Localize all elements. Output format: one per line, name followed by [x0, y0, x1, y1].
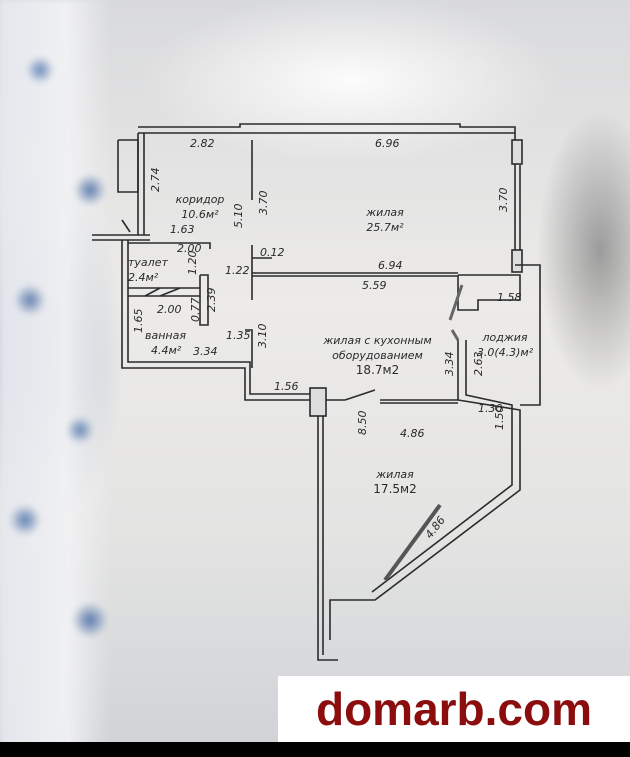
room-name: лоджия: [482, 331, 528, 344]
dimension: 2.00: [157, 303, 182, 316]
room-area: 17.5м2: [373, 482, 417, 496]
dimension: 2.74: [149, 167, 162, 193]
dimension: 4.86: [400, 427, 425, 440]
watermark-text: domarb.com: [315, 683, 593, 735]
room-corridor: коридор 10.6м²: [165, 192, 235, 222]
room-living-1: жилая 25.7м²: [355, 205, 415, 235]
dimension: 2.63: [472, 351, 485, 377]
dimension: 3.34: [443, 351, 456, 377]
dimension: 1.50: [493, 405, 506, 431]
dimension: 0.77: [189, 297, 202, 323]
room-kitchen-living: жилая с кухонным оборудованием 18.7м2: [310, 333, 445, 378]
dimension: 5.59: [362, 279, 387, 292]
dimension: 3.70: [257, 190, 270, 216]
room-area: 10.6м²: [181, 208, 219, 221]
dimension: 3.10: [256, 323, 269, 349]
dimension: 2.82: [190, 137, 215, 150]
room-name-2: оборудованием: [332, 349, 423, 362]
dimension: 1.22: [225, 264, 250, 277]
room-area: 3.0(4.3)м²: [476, 346, 534, 359]
dimension: 1.56: [274, 380, 299, 393]
dimension: 2.00: [177, 242, 202, 255]
dimension: 8.50: [356, 410, 369, 436]
dimension: 1.35: [226, 329, 251, 342]
dimension: 1.30: [478, 402, 503, 415]
room-name: жилая: [376, 468, 414, 481]
watermark-logo: domarb.com: [278, 676, 630, 742]
dimension: 1.58: [497, 291, 522, 304]
room-area: 4.4м²: [151, 344, 182, 357]
inner-walls: [121, 140, 458, 404]
background-photo: [0, 0, 110, 757]
dimension: 0.12: [260, 246, 285, 259]
dimension: 2.39: [205, 287, 218, 313]
room-area: 2.4м²: [128, 271, 159, 284]
room-name: коридор: [175, 193, 225, 206]
room-loggia: лоджия 3.0(4.3)м²: [475, 330, 535, 360]
outer-walls: [92, 123, 541, 661]
room-living-2: жилая 17.5м2: [365, 467, 425, 497]
dimension: 6.96: [375, 137, 400, 150]
bottom-bar: [0, 742, 630, 757]
room-bath: ванная 4.4м²: [145, 328, 195, 358]
dimension: 1.20: [186, 250, 199, 276]
dimension: 6.94: [378, 259, 403, 272]
dimension: 3.70: [497, 187, 510, 213]
dimension: 3.34: [193, 345, 218, 358]
room-area: 25.7м²: [366, 221, 404, 234]
room-area: 18.7м2: [355, 363, 400, 377]
room-toilet: туалет 2.4м²: [128, 255, 178, 285]
dimension: 5.10: [232, 203, 245, 229]
room-name: туалет: [128, 256, 168, 269]
room-name: ванная: [145, 329, 186, 342]
room-name: жилая с кухонным: [323, 334, 432, 347]
dimension: 1.63: [170, 223, 195, 236]
room-name: жилая: [366, 206, 404, 219]
dimension: 1.65: [132, 308, 145, 334]
